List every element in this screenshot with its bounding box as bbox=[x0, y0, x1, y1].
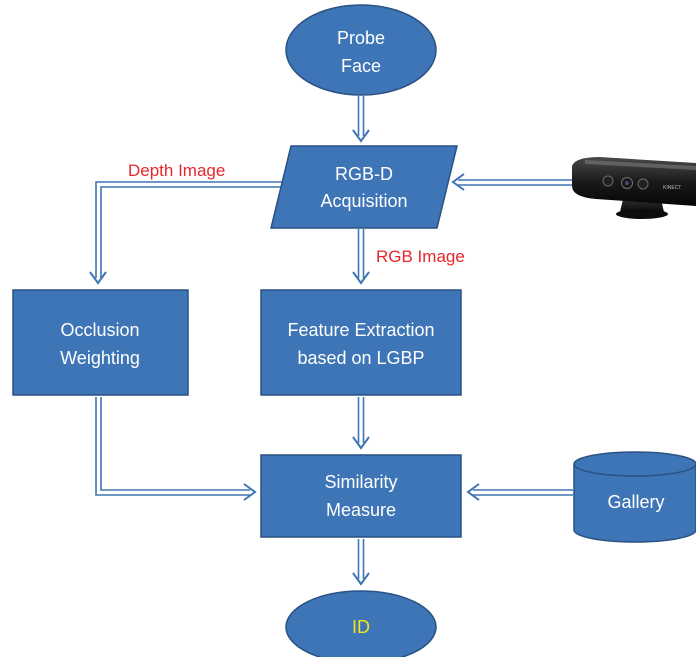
similarity-measure-node: Similarity Measure bbox=[260, 454, 462, 538]
acquisition-label-line1: RGB-D bbox=[335, 164, 393, 184]
arrow-probe-to-acquisition bbox=[357, 96, 365, 136]
arrowheads bbox=[89, 129, 480, 586]
rgbd-acquisition-node: RGB-D Acquisition bbox=[270, 145, 458, 229]
connectors bbox=[95, 96, 590, 579]
kinect-brand-text: KINECT bbox=[663, 185, 681, 191]
probe-face-node: Probe Face bbox=[285, 4, 437, 96]
similarity-label-line1: Similarity bbox=[324, 472, 397, 492]
arrow-occlusion-to-similarity bbox=[95, 397, 250, 496]
arrowhead-id bbox=[352, 572, 370, 586]
arrow-similarity-to-id bbox=[357, 539, 365, 579]
depth-image-label: Depth Image bbox=[128, 161, 225, 180]
occlusion-weighting-node: Occlusion Weighting bbox=[12, 289, 189, 396]
feature-extraction-node: Feature Extraction based on LGBP bbox=[260, 289, 462, 396]
acquisition-label-line2: Acquisition bbox=[320, 191, 407, 211]
arrow-feature-to-similarity bbox=[357, 397, 365, 443]
arrow-gallery-to-similarity bbox=[473, 489, 573, 496]
kinect-sensor-icon: KINECT bbox=[572, 157, 696, 219]
feature-label-line1: Feature Extraction bbox=[287, 320, 434, 340]
arrow-acquisition-to-occlusion bbox=[95, 181, 282, 278]
occlusion-label-line1: Occlusion bbox=[60, 320, 139, 340]
arrowhead-similarity-top bbox=[352, 436, 370, 450]
occlusion-label-line2: Weighting bbox=[60, 348, 140, 368]
arrowhead-acquisition-right bbox=[451, 173, 465, 191]
arrowhead-occlusion bbox=[89, 271, 107, 285]
arrowhead-acquisition bbox=[352, 129, 370, 143]
id-label: ID bbox=[352, 617, 370, 637]
arrowhead-similarity-right bbox=[466, 483, 480, 501]
arrow-kinect-to-acquisition bbox=[458, 179, 590, 186]
gallery-label: Gallery bbox=[607, 492, 664, 512]
arrow-acquisition-to-feature bbox=[357, 229, 365, 278]
gallery-database-node: Gallery bbox=[573, 451, 696, 543]
probe-face-label-line1: Probe bbox=[337, 28, 385, 48]
similarity-label-line2: Measure bbox=[326, 500, 396, 520]
rgb-image-label: RGB Image bbox=[376, 247, 465, 266]
arrowhead-similarity-left bbox=[243, 483, 257, 501]
feature-label-line2: based on LGBP bbox=[297, 348, 424, 368]
id-node: ID bbox=[285, 590, 437, 657]
arrowhead-feature bbox=[352, 271, 370, 285]
probe-face-label-line2: Face bbox=[341, 56, 381, 76]
